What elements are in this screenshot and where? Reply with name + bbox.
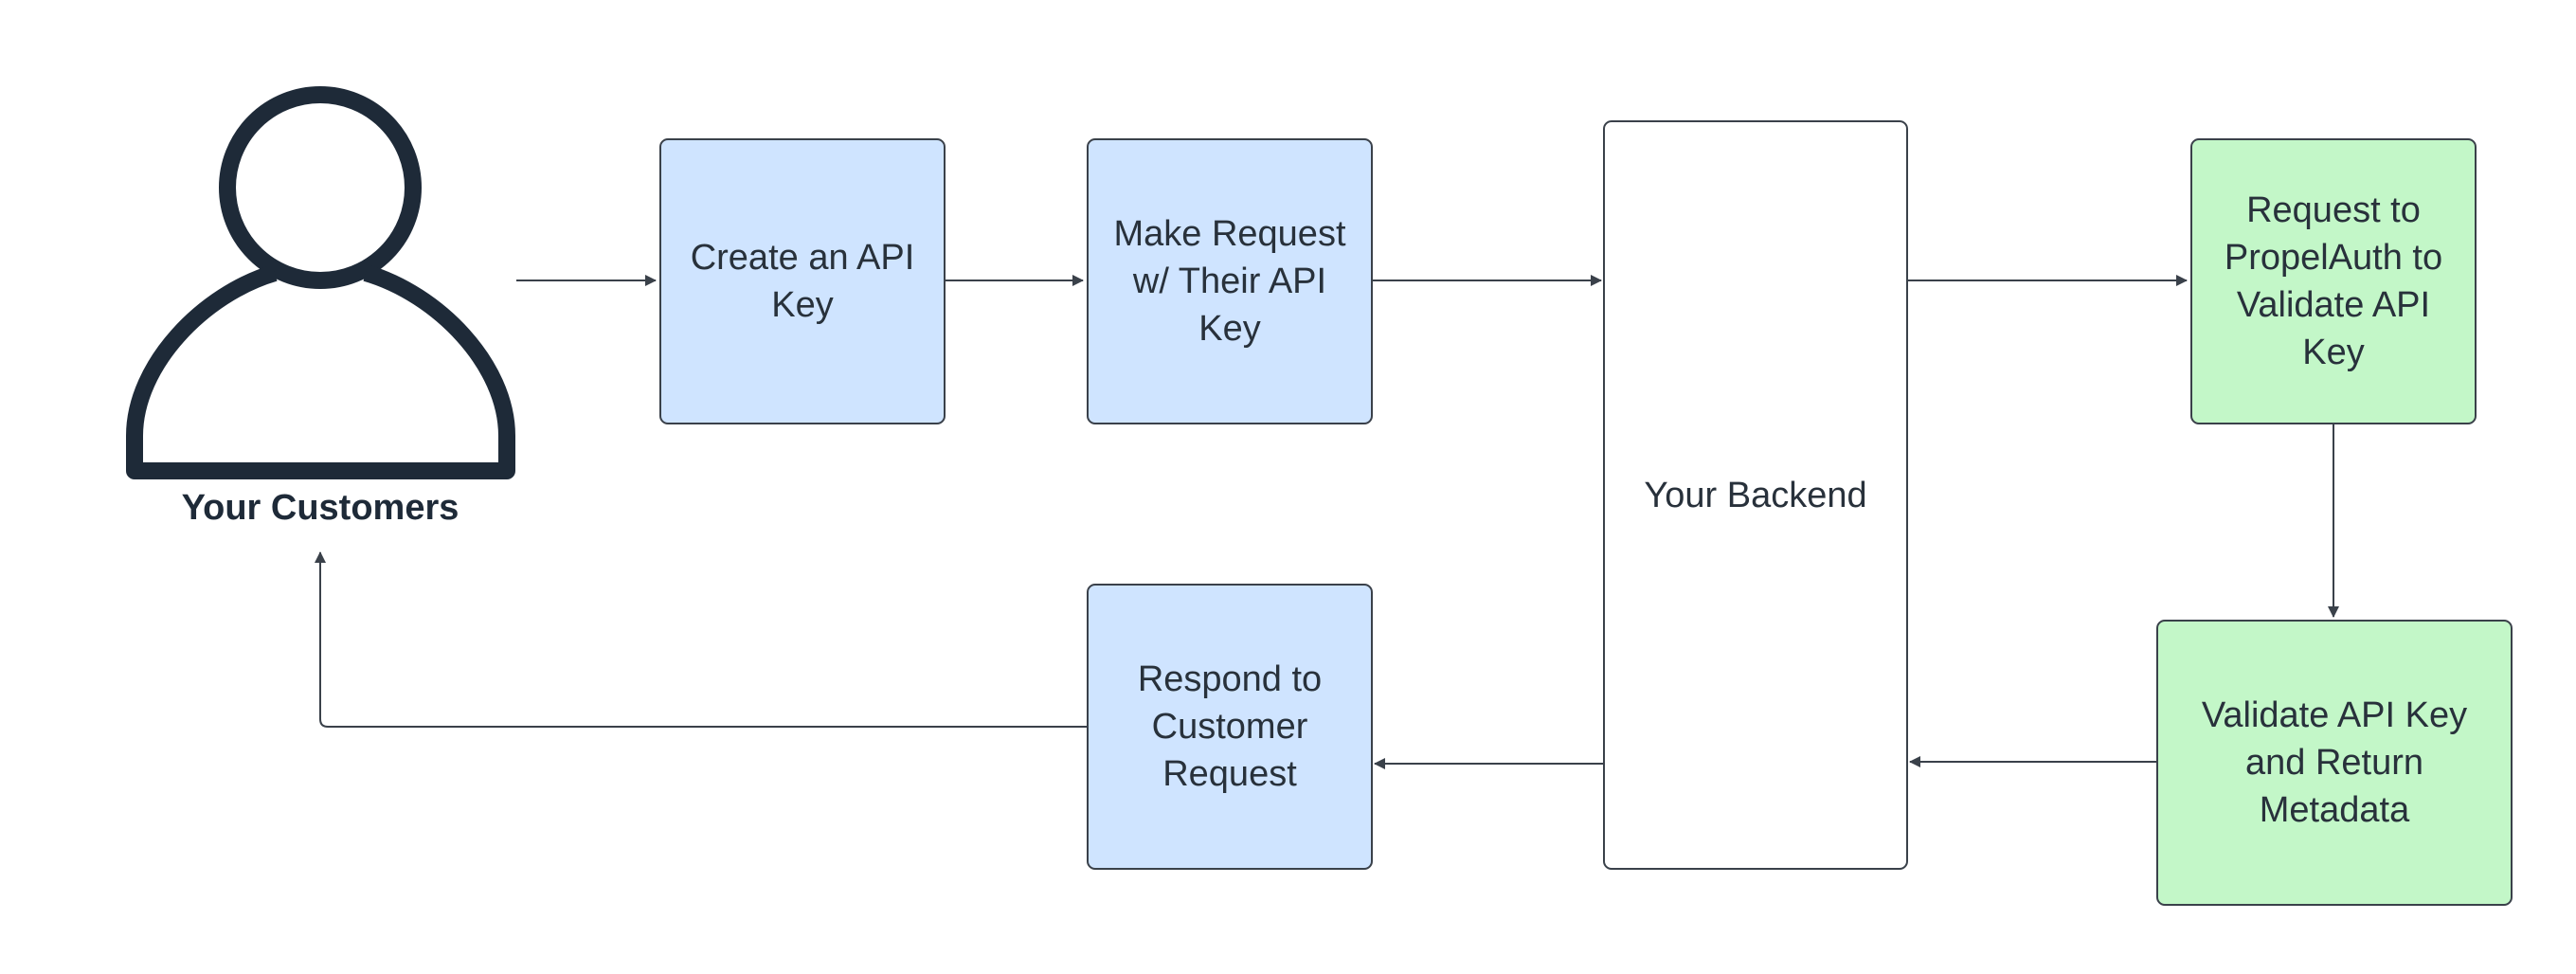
node-request-propelauth: Request to PropelAuth to Validate API Ke…	[2190, 138, 2477, 424]
node-validate-return-metadata: Validate API Key and Return Metadata	[2156, 620, 2513, 906]
node-request-propelauth-label: Request to PropelAuth to Validate API Ke…	[2224, 190, 2443, 372]
node-make-request-label: Make Request w/ Their API Key	[1113, 214, 1346, 349]
node-validate-return-metadata-label: Validate API Key and Return Metadata	[2201, 695, 2468, 830]
node-create-api-key-label: Create an API Key	[690, 238, 915, 325]
person-icon	[126, 86, 515, 479]
node-respond-to-customer: Respond to Customer Request	[1087, 584, 1373, 870]
node-your-backend: Your Backend	[1603, 120, 1908, 870]
node-make-request: Make Request w/ Their API Key	[1087, 138, 1373, 424]
customers-label: Your Customers	[181, 488, 459, 528]
arrow-respond-to-customers	[315, 551, 1087, 728]
node-respond-to-customer-label: Respond to Customer Request	[1137, 659, 1323, 794]
node-create-api-key: Create an API Key	[659, 138, 946, 424]
node-your-backend-label: Your Backend	[1644, 475, 1867, 515]
